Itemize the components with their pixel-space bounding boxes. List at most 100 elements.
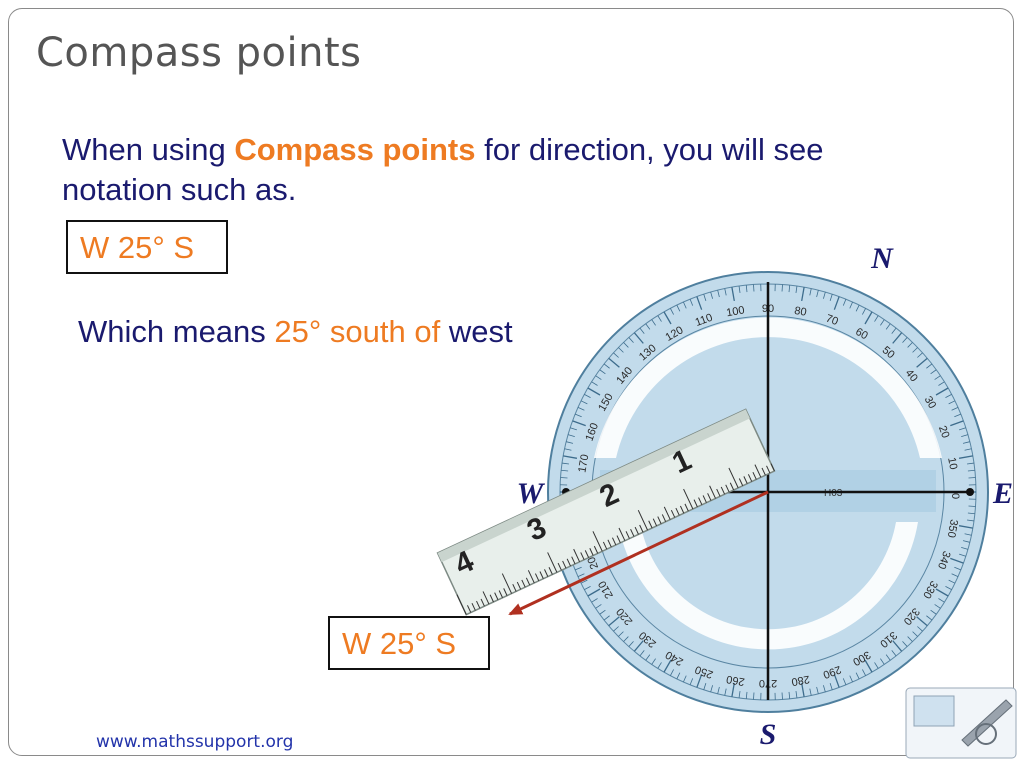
protractor-tick bbox=[745, 285, 748, 293]
protractor-tick bbox=[935, 588, 949, 597]
protractor-tick bbox=[669, 669, 674, 676]
protractor-degree-label: 350 bbox=[945, 518, 960, 538]
protractor-tick bbox=[962, 441, 970, 444]
protractor-tick bbox=[885, 323, 891, 330]
protractor-tick bbox=[930, 609, 937, 615]
ruler-tick bbox=[557, 562, 562, 571]
footer-url[interactable]: www.mathssupport.org bbox=[96, 732, 294, 752]
protractor-tick bbox=[849, 301, 853, 309]
meaning-text: Which means 25° south of west bbox=[78, 314, 513, 350]
south-label: S bbox=[760, 718, 777, 751]
ruler-tick bbox=[525, 577, 531, 586]
protractor-tick bbox=[795, 690, 798, 699]
protractor-tick bbox=[912, 347, 918, 353]
protractor-tick bbox=[950, 557, 964, 564]
protractor-tick bbox=[613, 626, 619, 632]
protractor-tick bbox=[703, 683, 707, 690]
protractor-tick bbox=[892, 640, 903, 652]
protractor-tick bbox=[962, 540, 970, 543]
protractor-tick bbox=[710, 685, 713, 693]
protractor-tick bbox=[574, 413, 582, 418]
ruler-tick bbox=[501, 573, 513, 594]
ruler-tick bbox=[754, 464, 762, 478]
ruler-tick bbox=[661, 514, 667, 522]
ruler-tick bbox=[544, 569, 549, 577]
ruler: 1 2 3 4 bbox=[436, 408, 776, 616]
intro-text: When using Compass points for direction,… bbox=[62, 130, 942, 210]
ruler-ticks bbox=[456, 463, 775, 615]
protractor-tick bbox=[788, 285, 791, 293]
protractor-tick bbox=[891, 327, 897, 334]
protractor-degree-label: 260 bbox=[725, 673, 745, 688]
ruler-tick bbox=[670, 509, 676, 518]
west-label: W bbox=[517, 477, 546, 510]
protractor-tick bbox=[917, 626, 923, 632]
protractor-tick bbox=[934, 375, 941, 380]
protractor-tick bbox=[959, 553, 966, 557]
ruler-tick bbox=[548, 567, 553, 575]
protractor-tick bbox=[738, 690, 741, 699]
protractor-tick bbox=[738, 285, 741, 294]
protractor-tick bbox=[603, 363, 610, 369]
protractor-tick bbox=[959, 427, 966, 431]
ruler-tick bbox=[707, 493, 712, 501]
protractor-tick bbox=[842, 678, 847, 686]
intro-text-end: for direction, you will see notation suc… bbox=[62, 132, 824, 207]
notation-box-diagram: W 25° S bbox=[328, 616, 490, 670]
protractor-tick bbox=[599, 609, 606, 615]
ruler-tick bbox=[720, 486, 726, 495]
protractor-tick bbox=[645, 654, 651, 661]
ruler-tick bbox=[498, 590, 504, 598]
protractor-tick bbox=[961, 547, 969, 550]
ruler-tick bbox=[729, 482, 735, 491]
ruler-tick bbox=[566, 558, 571, 567]
protractor-tick bbox=[570, 427, 577, 431]
protractor-tick bbox=[934, 604, 941, 609]
protractor-tick bbox=[731, 287, 735, 302]
protractor-tick bbox=[801, 287, 805, 302]
ruler-tick bbox=[584, 550, 590, 558]
protractor-tick bbox=[958, 455, 973, 459]
protractor-tick bbox=[710, 291, 713, 299]
ruler-tick bbox=[683, 488, 694, 510]
protractor-tick bbox=[948, 579, 956, 584]
protractor-tick bbox=[816, 686, 819, 694]
direction-arrow bbox=[508, 490, 769, 616]
protractor-tick bbox=[563, 455, 578, 459]
protractor-tick bbox=[663, 311, 672, 325]
protractor-tick bbox=[967, 512, 975, 515]
ruler-tick bbox=[657, 516, 662, 525]
ruler-tick bbox=[743, 476, 748, 484]
protractor-tick bbox=[584, 393, 591, 398]
ruler-tick bbox=[573, 548, 581, 563]
ruler-tick bbox=[607, 539, 612, 548]
protractor-tick bbox=[945, 393, 952, 398]
protractor-tick bbox=[951, 573, 959, 577]
protractor-degree-label: 80 bbox=[793, 305, 807, 319]
protractor-tick bbox=[849, 675, 853, 683]
protractor-tick bbox=[966, 519, 975, 522]
ruler-tick bbox=[516, 581, 522, 590]
protractor-tick bbox=[645, 323, 651, 330]
protractor-tick bbox=[623, 342, 629, 348]
protractor-degree-label: 60 bbox=[853, 326, 870, 343]
protractor-tick bbox=[683, 675, 687, 683]
protractor-tick bbox=[745, 691, 748, 699]
protractor-tick bbox=[591, 381, 598, 386]
protractor-tick bbox=[623, 636, 629, 642]
ruler-tick bbox=[471, 602, 476, 611]
protractor-tick bbox=[795, 285, 798, 294]
ruler-tick bbox=[637, 509, 649, 531]
protractor-tick bbox=[580, 400, 588, 405]
protractor-tick bbox=[724, 288, 727, 296]
protractor-tick bbox=[591, 598, 598, 603]
protractor-degree-label: 250 bbox=[693, 663, 714, 681]
east-label: E bbox=[992, 477, 1013, 510]
ruler-edge bbox=[437, 409, 750, 563]
meaning-end: west bbox=[440, 314, 513, 349]
ruler-tick bbox=[521, 579, 526, 588]
meaning-start: Which means bbox=[78, 314, 275, 349]
ruler-tick bbox=[766, 465, 771, 474]
protractor-tick bbox=[912, 631, 918, 637]
